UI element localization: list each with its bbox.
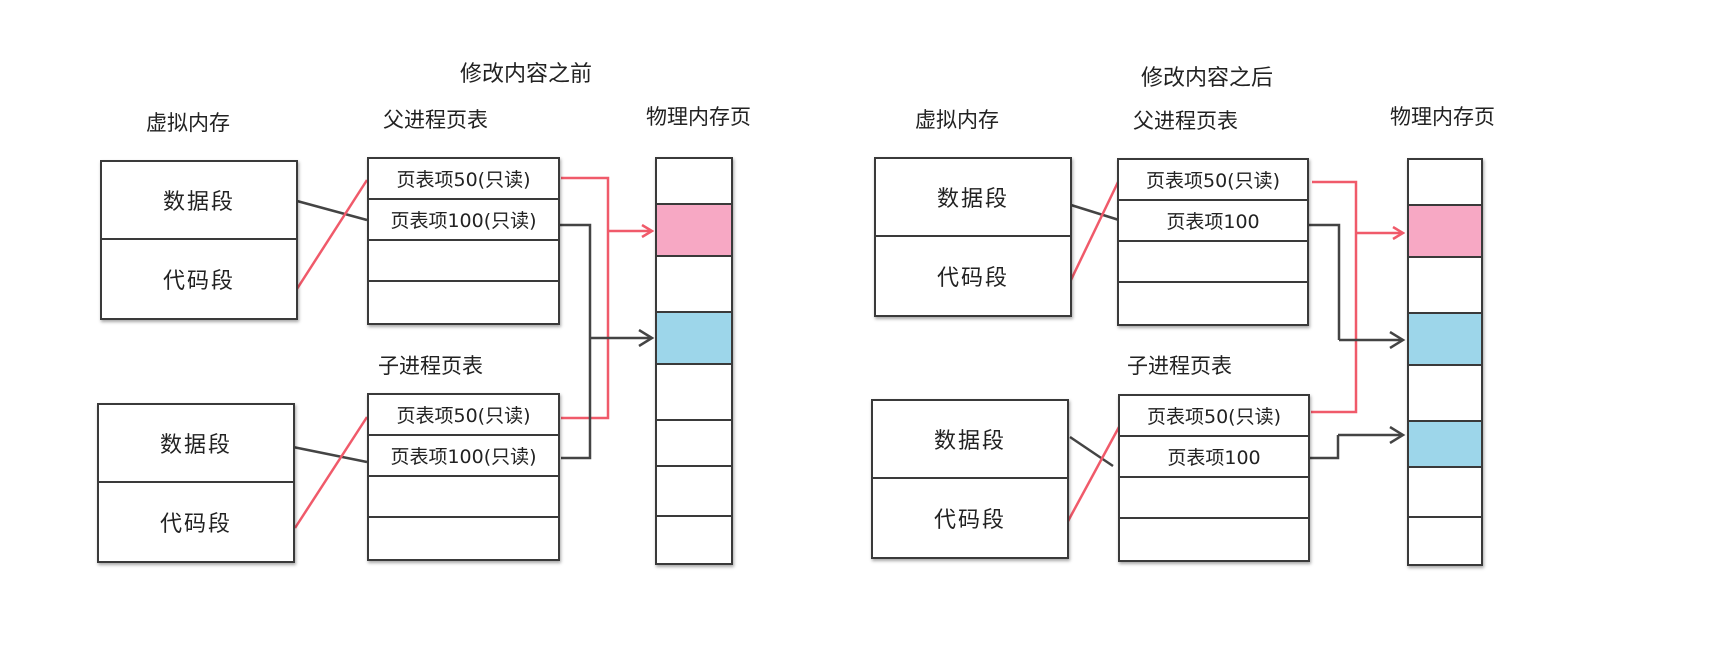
link-child-code-to-entry50 xyxy=(293,416,369,529)
parent-table-label: 父进程页表 xyxy=(383,108,488,132)
diagram-title: 修改内容之前 xyxy=(460,62,593,87)
link-parent-code-to-entry50 xyxy=(293,179,369,293)
memory-page-shared-code xyxy=(657,205,731,257)
page-table-entry: 页表项50(只读) xyxy=(1120,396,1308,437)
virtual-memory-label: 虚拟内存 xyxy=(915,108,999,132)
physical-memory-pages xyxy=(1407,158,1483,566)
parent-page-table: 页表项50(只读) 页表项100(只读) xyxy=(367,157,560,325)
page-table-entry xyxy=(1119,242,1307,283)
page-table-entry: 页表项50(只读) xyxy=(369,395,558,436)
virtual-memory-label: 虚拟内存 xyxy=(146,111,230,135)
memory-page xyxy=(1409,160,1481,206)
memory-page xyxy=(657,365,731,421)
link-entry50-to-pink-page xyxy=(1311,180,1358,414)
link-entry100-to-blue-page xyxy=(558,223,592,460)
page-table-entry: 页表项100 xyxy=(1120,437,1308,478)
data-segment: 数据段 xyxy=(102,162,296,240)
memory-page xyxy=(657,517,731,563)
link-entry50-to-pink-page xyxy=(561,176,610,420)
child-table-label: 子进程页表 xyxy=(378,354,483,378)
mapping-links xyxy=(1065,179,1714,524)
diagram-after-modification: 修改内容之后 虚拟内存 父进程页表 物理内存页 子进程页表 数据段 代码段 数据… xyxy=(857,0,1714,658)
data-segment: 数据段 xyxy=(873,401,1067,479)
child-page-table: 页表项50(只读) 页表项100 xyxy=(1118,394,1310,562)
code-segment: 代码段 xyxy=(936,266,1009,291)
page-table-entry xyxy=(1120,519,1308,560)
page-table-entry xyxy=(1119,283,1307,324)
page-table-entry xyxy=(369,282,558,323)
diagram-before-modification: 修改内容之前 虚拟内存 父进程页表 物理内存页 子进程页表 数据段 代码段 数据… xyxy=(97,62,857,565)
memory-page xyxy=(657,421,731,467)
code-segment: 代码段 xyxy=(159,512,232,537)
code-segment: 代码段 xyxy=(933,508,1006,533)
child-table-label: 子进程页表 xyxy=(1127,354,1232,378)
page-table-entry xyxy=(369,518,558,559)
link-parent-entry100-to-blue-page xyxy=(1308,223,1341,340)
parent-table-label: 父进程页表 xyxy=(1133,109,1238,133)
parent-virtual-memory: 数据段 代码段 xyxy=(874,157,1072,317)
physical-memory-label: 物理内存页 xyxy=(1390,105,1495,129)
data-segment: 数据段 xyxy=(876,159,1070,237)
memory-page xyxy=(1409,366,1481,422)
parent-virtual-memory: 数据段 代码段 xyxy=(100,160,298,320)
link-parent-code-to-entry50 xyxy=(1068,179,1121,283)
memory-page xyxy=(1409,518,1481,564)
code-segment: 代码段 xyxy=(162,269,235,294)
page-table-entry: 页表项50(只读) xyxy=(1119,160,1307,201)
memory-page xyxy=(1409,258,1481,314)
link-parent-data-to-entry100 xyxy=(296,199,368,222)
page-table-entry: 页表项100 xyxy=(1119,201,1307,242)
memory-page xyxy=(657,467,731,517)
diagram-title: 修改内容之后 xyxy=(1141,66,1274,91)
memory-page xyxy=(657,257,731,313)
memory-page-parent-data xyxy=(1409,314,1481,366)
child-virtual-memory: 数据段 代码段 xyxy=(871,399,1069,559)
memory-page xyxy=(657,159,731,205)
link-child-code-to-entry50 xyxy=(1065,426,1121,524)
page-table-entry xyxy=(369,477,558,518)
memory-page-child-data-copy xyxy=(1409,422,1481,468)
memory-page xyxy=(1409,468,1481,518)
page-table-entry: 页表项100(只读) xyxy=(369,436,558,477)
parent-page-table: 页表项50(只读) 页表项100 xyxy=(1117,158,1309,326)
mapping-links xyxy=(292,176,857,529)
physical-memory-pages xyxy=(655,157,733,565)
link-parent-data-to-entry100 xyxy=(1070,203,1120,222)
page-table-entry: 页表项50(只读) xyxy=(369,159,558,200)
page-table-entry: 页表项100(只读) xyxy=(369,200,558,241)
link-child-data-to-entry100 xyxy=(292,445,368,464)
physical-memory-label: 物理内存页 xyxy=(646,105,751,129)
child-virtual-memory: 数据段 代码段 xyxy=(97,403,295,563)
link-child-data-to-entry100 xyxy=(1069,435,1114,468)
data-segment: 数据段 xyxy=(99,405,293,483)
page-table-entry xyxy=(369,241,558,282)
memory-page-shared-data xyxy=(657,313,731,365)
link-child-entry100-to-copied-page xyxy=(1310,435,1340,460)
child-page-table: 页表项50(只读) 页表项100(只读) xyxy=(367,393,560,561)
memory-page-shared-code xyxy=(1409,206,1481,258)
page-table-entry xyxy=(1120,478,1308,519)
